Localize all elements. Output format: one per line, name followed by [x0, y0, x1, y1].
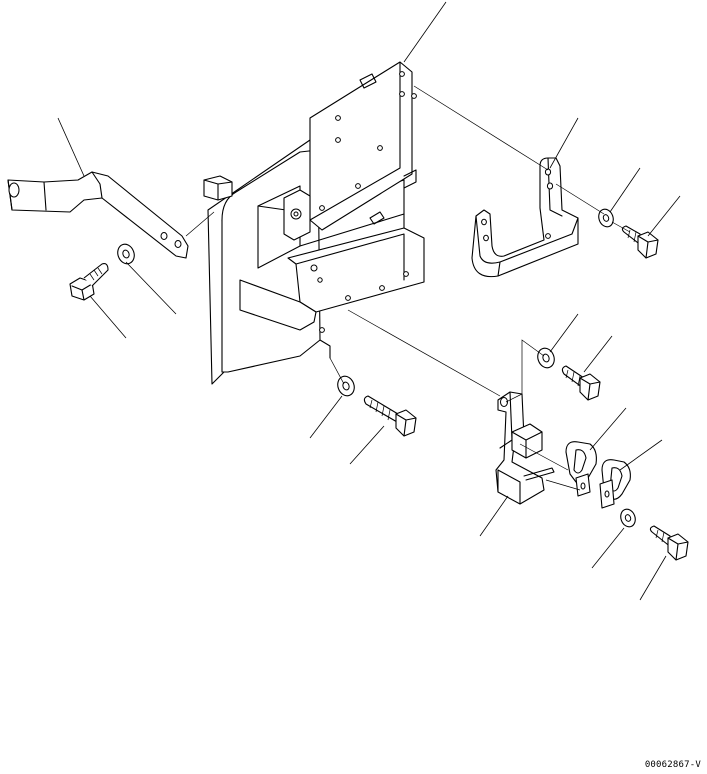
main-mounting-plate [203, 61, 425, 385]
bolt-4 [621, 225, 659, 259]
washer-2 [337, 375, 355, 397]
washer-5 [620, 508, 636, 528]
washer-1 [117, 243, 135, 265]
support-bracket [471, 157, 579, 278]
washer-4 [598, 208, 614, 228]
leader-lines [57, 1, 681, 601]
clip-bracket [495, 391, 555, 505]
bolt-5 [649, 525, 689, 561]
left-arm-bracket [7, 171, 189, 259]
assembly-lines [185, 85, 631, 491]
bolt-1 [69, 263, 109, 301]
drawing-code: 00062867-V [644, 760, 701, 770]
clamp-upper [565, 441, 597, 497]
washer-3 [537, 347, 555, 369]
bolt-3 [561, 365, 601, 401]
clamp-lower [599, 459, 631, 509]
bolt-2 [363, 395, 417, 437]
